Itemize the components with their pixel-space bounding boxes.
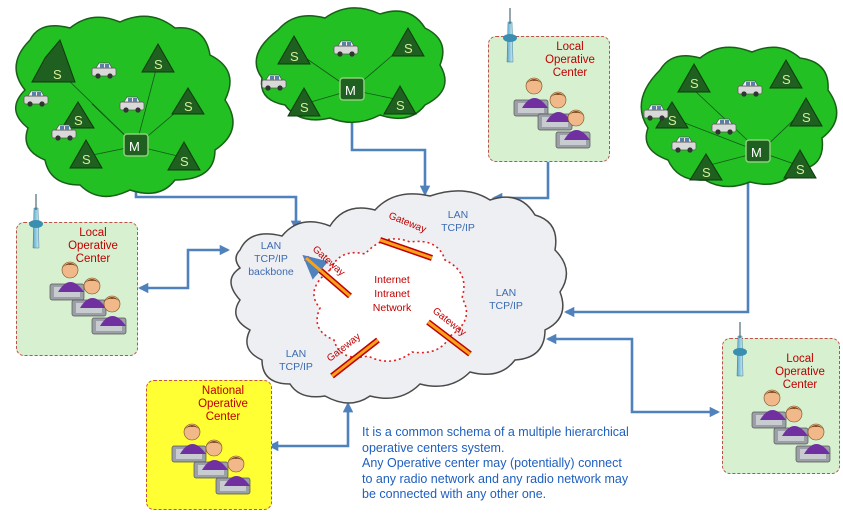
slave-label: S — [690, 76, 699, 91]
lan-left-line1: LAN — [261, 240, 281, 252]
master-node: M — [745, 139, 771, 163]
lan-left-line3: backbone — [248, 266, 294, 278]
slave-label: S — [74, 113, 83, 128]
note-line: to any radio network and any radio netwo… — [362, 471, 629, 486]
link-national-backbone — [267, 401, 354, 452]
note-line: Any Operative center may (potentially) c… — [362, 456, 622, 470]
slave-node: S — [61, 101, 95, 129]
slave-label: S — [53, 67, 62, 82]
internet-line3: Network — [373, 302, 412, 314]
operator-icon — [49, 261, 85, 301]
operator-icon — [513, 77, 549, 117]
slave-label: S — [782, 72, 791, 87]
slave-label: S — [300, 100, 309, 115]
backbone-cloud — [230, 190, 568, 404]
control-tower-icon — [732, 321, 748, 377]
note-line: It is a common schema of a multiple hier… — [362, 425, 629, 439]
operator-icon — [751, 389, 787, 429]
slave-label: S — [404, 41, 413, 56]
slave-label: S — [396, 98, 405, 113]
master-node: M — [339, 77, 365, 101]
link-cluster2-backbone — [350, 104, 431, 197]
radio-network-cluster-1: S S S S S S M — [15, 15, 234, 198]
link-cluster3-backbone — [563, 173, 750, 318]
master-label: M — [751, 145, 762, 160]
link-cluster1-backbone — [134, 192, 302, 232]
explanation-note: It is a common schema of a multiple hier… — [362, 425, 742, 503]
slave-node: S — [677, 62, 711, 93]
lan-right-line2: TCP/IP — [489, 300, 523, 312]
lan-bottom-line2: TCP/IP — [279, 361, 313, 373]
slave-node: S — [769, 58, 803, 89]
radio-network-cluster-3: S S S S S S M — [640, 46, 838, 188]
slave-node: S — [31, 39, 76, 83]
slave-node: S — [789, 96, 823, 127]
slave-label: S — [668, 113, 677, 128]
slave-label: S — [82, 152, 91, 167]
slave-node: S — [171, 87, 205, 115]
control-tower-icon — [28, 193, 44, 249]
slave-node: S — [167, 140, 201, 171]
control-tower-icon — [502, 7, 518, 63]
master-label: M — [129, 139, 140, 154]
slave-node: S — [141, 42, 175, 73]
lan-bottom-line1: LAN — [286, 348, 306, 360]
slave-node: S — [783, 148, 817, 179]
slave-label: S — [702, 165, 711, 180]
master-label: M — [345, 83, 356, 98]
note-line: operative centers system. — [362, 440, 505, 455]
slave-node: S — [383, 84, 417, 115]
slave-node: S — [277, 34, 311, 65]
slave-label: S — [154, 57, 163, 72]
lan-top-line2: TCP/IP — [441, 222, 475, 234]
slave-label: S — [184, 99, 193, 114]
connection-arrows — [134, 104, 750, 452]
slave-label: S — [796, 162, 805, 177]
slave-node: S — [69, 138, 103, 169]
slave-label: S — [290, 49, 299, 64]
link-rightcenter-backbone — [545, 333, 721, 418]
link-leftcenter-backbone — [137, 244, 231, 294]
operator-icon — [171, 423, 207, 463]
slave-label: S — [180, 154, 189, 169]
slave-node: S — [391, 26, 425, 57]
note-line: be connected with any other one. — [362, 487, 547, 501]
lan-top-line1: LAN — [448, 209, 468, 221]
internet-line1: Internet — [374, 274, 410, 286]
slave-node: S — [287, 86, 321, 117]
slave-label: S — [802, 110, 811, 125]
slave-node: S — [689, 153, 723, 181]
master-node: M — [123, 133, 149, 157]
lan-right-line1: LAN — [496, 287, 516, 299]
internet-line2: Intranet — [374, 288, 410, 300]
radio-network-cluster-2: S S S S M — [255, 7, 446, 124]
lan-left-line2: TCP/IP — [254, 253, 288, 265]
